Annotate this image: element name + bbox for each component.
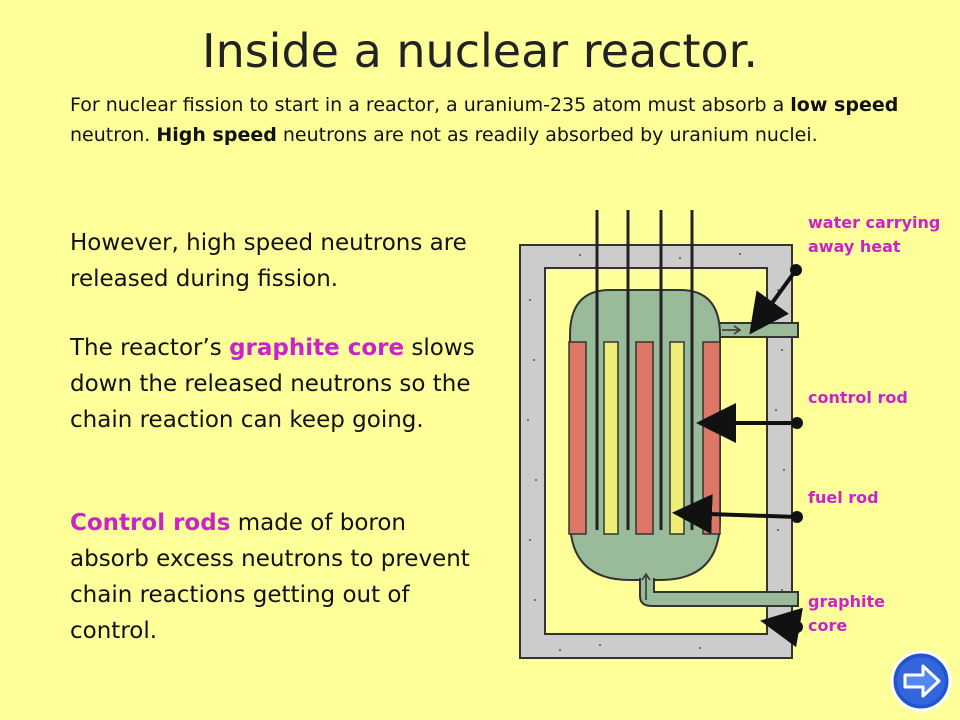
intro-bold-high-speed: High speed: [156, 124, 277, 146]
intro-part-3: neutrons are not as readily absorbed by …: [276, 124, 818, 146]
control-rod: [603, 341, 619, 535]
intro-bold-low-speed: low speed: [790, 94, 899, 116]
arrow-right-icon: [890, 650, 952, 712]
fuel-rod: [635, 341, 654, 535]
pointer-control-rod: [696, 403, 803, 443]
label-water: water carrying away heat: [808, 213, 941, 256]
intro-part-2: neutron.: [70, 124, 157, 146]
para2-after: slows down the released neutrons so the …: [70, 335, 475, 433]
para2-highlight-graphite-core: graphite core: [229, 335, 405, 361]
control-rod: [669, 341, 685, 535]
intro-text: For nuclear fission to start in a reacto…: [70, 90, 930, 150]
para3-after: made of boron absorb excess neutrons to …: [70, 510, 470, 644]
paragraph-graphite-core: The reactor’s graphite core slows down t…: [70, 330, 490, 438]
pointer-fuel-rod: [672, 494, 803, 535]
concrete-speckles: [527, 253, 785, 651]
pointer-water: [749, 264, 802, 335]
para3-highlight-control-rods: Control rods: [70, 510, 231, 536]
slide-title: Inside a nuclear reactor.: [202, 24, 758, 78]
pointer-graphite-core: [760, 607, 803, 648]
para2-before: The reactor’s: [70, 335, 230, 361]
water-inlet-pipe: [639, 578, 799, 607]
next-slide-button[interactable]: [889, 649, 953, 713]
fuel-rod: [702, 341, 721, 535]
label-fuel-rod: fuel rod: [808, 488, 879, 507]
paragraph-high-speed-neutrons: However, high speed neutrons are release…: [70, 230, 467, 292]
intro-part-1: For nuclear fission to start in a reacto…: [70, 94, 791, 116]
label-graphite-core: graphite core: [808, 592, 885, 635]
label-control-rod: control rod: [808, 388, 908, 407]
fuel-rod: [568, 341, 587, 535]
outlet-flow-arrowhead: [733, 325, 742, 335]
paragraph-control-rods: Control rods made of boron absorb excess…: [70, 505, 490, 649]
inlet-flow-arrowhead: [641, 572, 651, 581]
